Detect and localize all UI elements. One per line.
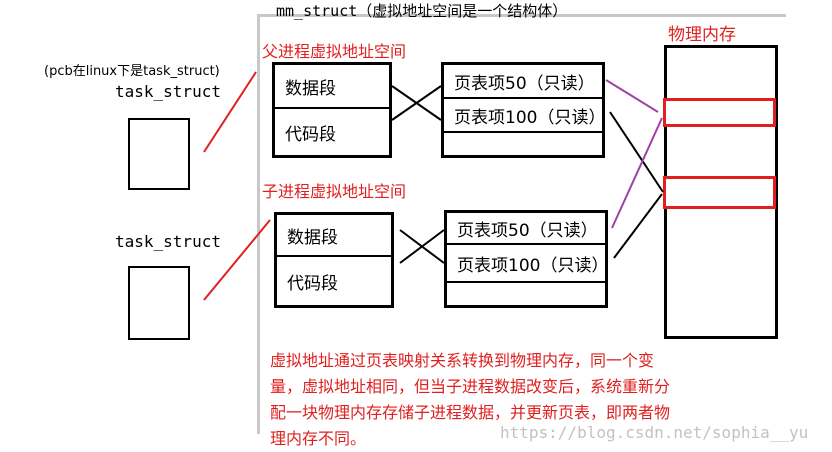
child-entry50-to-memory bbox=[611, 117, 663, 229]
child-page-entry-100: 页表项100（只读） bbox=[447, 245, 608, 283]
explanation-line-2: 量，虚拟地址相同，但当子进程数据改变后，系统重新分 bbox=[270, 377, 671, 396]
parent-page-entry-50: 页表项50（只读） bbox=[444, 65, 602, 99]
pcb-note: (pcb在linux下是task_struct) bbox=[44, 64, 220, 79]
child-code-segment: 代码段 bbox=[287, 273, 338, 294]
watermark: https://blog.csdn.net/sophia__yu bbox=[500, 423, 809, 442]
explanation-line-1: 虚拟地址通过页表映射关系转换到物理内存，同一个变 bbox=[270, 351, 655, 370]
mm-struct-frame-left bbox=[257, 14, 260, 434]
parent-page-entry-100: 页表项100（只读） bbox=[444, 99, 605, 133]
child-page-table: 页表项50（只读） 页表项100（只读） bbox=[444, 210, 608, 308]
parent-page-table: 页表项50（只读） 页表项100（只读） bbox=[441, 62, 605, 158]
parent-segment-table: 数据段 代码段 bbox=[272, 62, 392, 158]
parent-entry100-to-memory bbox=[609, 111, 664, 193]
parent-entry50-to-memory bbox=[605, 79, 659, 113]
child-task-struct-label: task_struct bbox=[115, 232, 221, 251]
explanation-line-4: 理内存不同。 bbox=[270, 429, 367, 448]
parent-task-link bbox=[203, 71, 257, 153]
child-segment-table: 数据段 代码段 bbox=[274, 212, 394, 308]
child-task-struct-box bbox=[128, 266, 190, 340]
explanation-line-3: 配一块物理内存存储子进程数据，并更新页表，即两者物 bbox=[270, 403, 671, 422]
child-cross-b bbox=[399, 229, 445, 264]
child-virtual-space-title: 子进程虚拟地址空间 bbox=[262, 182, 407, 201]
parent-code-segment: 代码段 bbox=[285, 124, 336, 145]
physical-memory-block-lower bbox=[663, 176, 776, 209]
parent-data-segment: 数据段 bbox=[275, 65, 389, 109]
physical-memory-label: 物理内存 bbox=[668, 25, 736, 45]
parent-task-struct-box bbox=[128, 118, 190, 190]
child-page-entry-50: 页表项50（只读） bbox=[447, 213, 605, 245]
child-entry100-to-memory bbox=[613, 193, 663, 259]
mm-struct-label: mm_struct（虚拟地址空间是一个结构体） bbox=[276, 2, 568, 20]
parent-task-struct-label: task_struct bbox=[115, 82, 221, 101]
child-task-link bbox=[203, 219, 271, 301]
physical-memory-block-upper bbox=[663, 98, 776, 127]
child-data-segment: 数据段 bbox=[277, 215, 391, 257]
parent-cross-b bbox=[391, 85, 442, 121]
mm-struct-frame-top bbox=[258, 14, 786, 17]
parent-virtual-space-title: 父进程虚拟地址空间 bbox=[262, 42, 407, 61]
